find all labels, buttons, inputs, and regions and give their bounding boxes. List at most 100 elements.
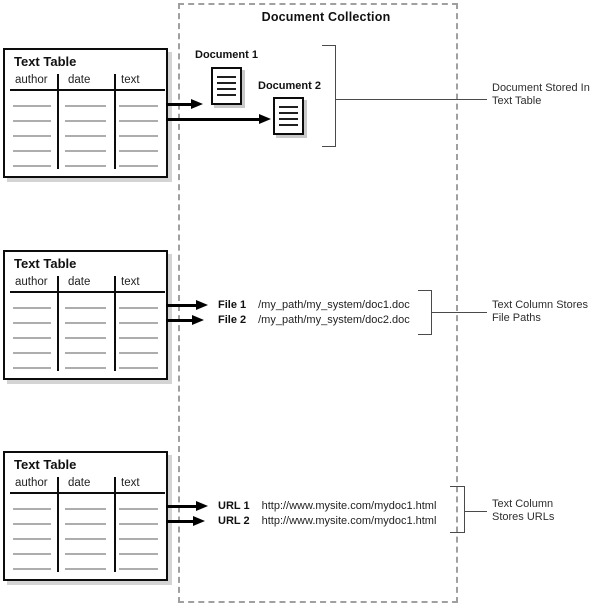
arrowhead-icon	[191, 99, 203, 109]
column-divider	[114, 276, 116, 371]
file-2-entry: File 2 /my_path/my_system/doc2.doc	[218, 314, 410, 326]
connector-line	[336, 99, 487, 100]
file-1-label: File 1	[218, 299, 247, 311]
column-divider	[57, 74, 59, 169]
empty-cell-line	[13, 120, 51, 122]
empty-cell-line	[13, 553, 51, 555]
empty-cell-line	[13, 352, 51, 354]
url-2-value: http://www.mysite.com/mydoc1.html	[261, 515, 437, 527]
empty-cell-line	[65, 105, 106, 107]
empty-cell-line	[13, 307, 51, 309]
column-divider	[114, 477, 116, 572]
documents-bracket	[322, 45, 336, 147]
empty-cell-line	[119, 165, 158, 167]
arrow-row2-to-url2	[166, 515, 205, 527]
empty-cell-line	[119, 337, 158, 339]
empty-cell-line	[13, 538, 51, 540]
empty-cell-line	[13, 568, 51, 570]
document-2-label: Document 2	[258, 80, 321, 92]
text-table-3: Text Table author date text	[3, 451, 168, 581]
column-divider	[114, 74, 116, 169]
arrowhead-icon	[196, 501, 208, 511]
column-divider	[57, 276, 59, 371]
empty-cell-line	[119, 105, 158, 107]
column-header-author: author	[15, 74, 48, 86]
empty-row	[5, 337, 166, 339]
urls-bracket	[450, 486, 465, 533]
empty-cell-line	[65, 150, 106, 152]
column-header-author: author	[15, 477, 48, 489]
empty-row	[5, 150, 166, 152]
url-1-value: http://www.mysite.com/mydoc1.html	[261, 500, 437, 512]
annotation-line: Stores URLs	[492, 510, 555, 523]
empty-cell-line	[65, 322, 106, 324]
table-title: Text Table	[14, 457, 77, 472]
arrow-row2-to-document2	[166, 113, 271, 125]
column-header-text: text	[121, 276, 140, 288]
arrow-row1-to-file1	[166, 299, 208, 311]
empty-row	[5, 105, 166, 107]
empty-cell-line	[119, 120, 158, 122]
empty-row	[5, 135, 166, 137]
empty-cell-line	[13, 508, 51, 510]
empty-cell-line	[119, 150, 158, 152]
empty-cell-line	[13, 135, 51, 137]
column-header-date: date	[68, 477, 91, 489]
annotation-line: Document Stored In	[492, 82, 590, 94]
empty-row	[5, 120, 166, 122]
empty-cell-line	[65, 352, 106, 354]
document-icon	[211, 67, 242, 105]
table-title: Text Table	[14, 54, 77, 69]
file-2-label: File 2	[218, 314, 247, 326]
empty-cell-line	[119, 568, 158, 570]
empty-row	[5, 508, 166, 510]
url-1-label: URL 1	[218, 500, 250, 512]
annotation-line: Text Column Stores	[492, 299, 588, 311]
empty-row	[5, 352, 166, 354]
header-underline	[10, 492, 165, 494]
annotation-line: Text Column	[492, 498, 554, 510]
arrowhead-icon	[192, 315, 204, 325]
arrow-row1-to-url1	[166, 500, 208, 512]
arrowhead-icon	[196, 300, 208, 310]
empty-cell-line	[119, 307, 158, 309]
empty-cell-line	[13, 322, 51, 324]
file-2-path: /my_path/my_system/doc2.doc	[258, 314, 410, 326]
text-table-1: Text Table author date text	[3, 48, 168, 178]
empty-row	[5, 322, 166, 324]
empty-cell-line	[13, 523, 51, 525]
column-divider	[57, 477, 59, 572]
document-collection-boundary: Document Collection	[178, 3, 458, 603]
empty-row	[5, 523, 166, 525]
header-underline	[10, 291, 165, 293]
empty-cell-line	[119, 538, 158, 540]
empty-row	[5, 553, 166, 555]
empty-cell-line	[13, 367, 51, 369]
file-1-entry: File 1 /my_path/my_system/doc1.doc	[218, 299, 410, 311]
files-bracket	[418, 290, 432, 335]
arrow-row1-to-document1	[166, 98, 203, 110]
arrowhead-icon	[193, 516, 205, 526]
empty-cell-line	[119, 523, 158, 525]
text-table-2: Text Table author date text	[3, 250, 168, 380]
empty-cell-line	[119, 135, 158, 137]
column-header-author: author	[15, 276, 48, 288]
empty-cell-line	[65, 553, 106, 555]
connector-line	[465, 511, 487, 512]
annotation-urls: Text Column Stores URLs	[492, 498, 554, 523]
url-2-entry: URL 2 http://www.mysite.com/mydoc1.html	[218, 515, 436, 527]
empty-row	[5, 568, 166, 570]
url-1-entry: URL 1 http://www.mysite.com/mydoc1.html	[218, 500, 436, 512]
empty-cell-line	[65, 120, 106, 122]
file-1-path: /my_path/my_system/doc1.doc	[258, 299, 410, 311]
empty-cell-line	[119, 322, 158, 324]
empty-cell-line	[65, 523, 106, 525]
connector-line	[432, 312, 487, 313]
empty-cell-line	[65, 568, 106, 570]
column-header-date: date	[68, 276, 91, 288]
annotation-document-stored: Document Stored In Text Table	[492, 82, 590, 107]
column-header-text: text	[121, 477, 140, 489]
empty-cell-line	[13, 150, 51, 152]
empty-row	[5, 538, 166, 540]
